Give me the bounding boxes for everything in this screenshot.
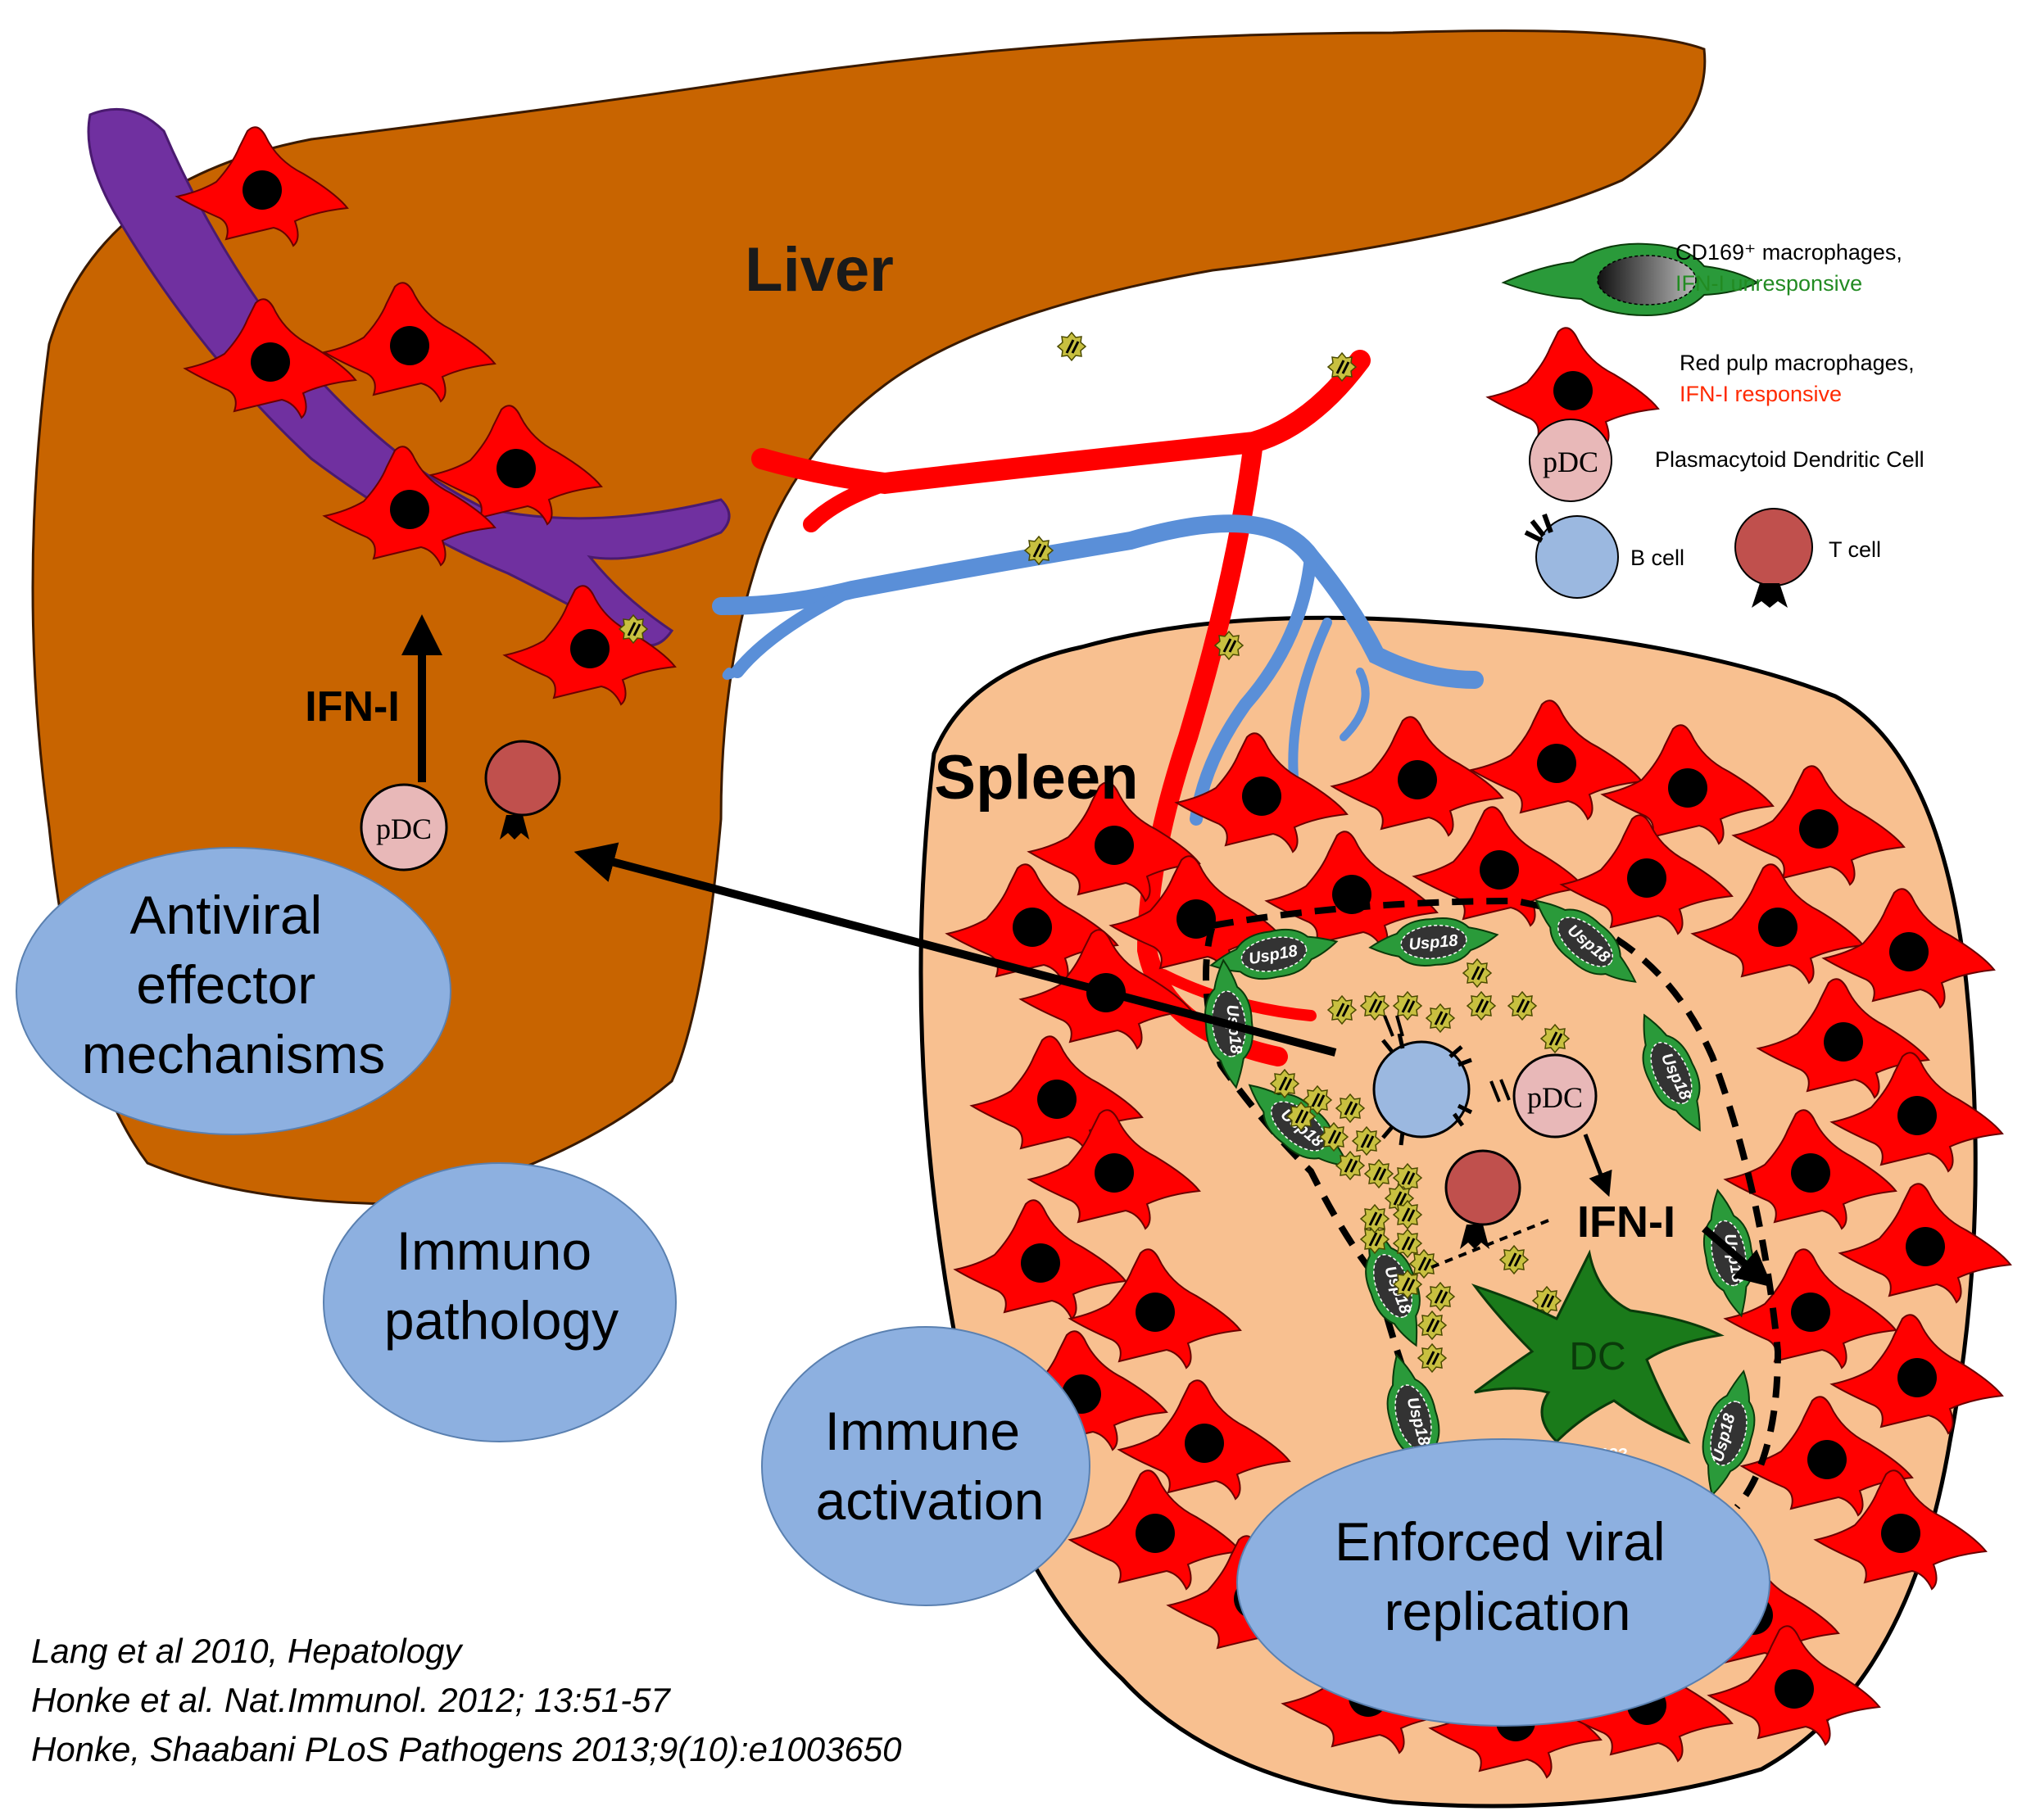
legend-red-pulp-title: Red pulp macrophages, — [1680, 351, 1915, 375]
enforced-line-1: Enforced viral — [1335, 1511, 1666, 1572]
dc-label: DC — [1569, 1335, 1625, 1379]
spleen-title: Spleen — [934, 743, 1138, 813]
pdc-liver-label: pDC — [376, 813, 432, 845]
legend-cd169-icon — [1501, 242, 1760, 317]
legend-pdc-badge: pDC — [1543, 446, 1598, 478]
ellipse-immune-activation: Immune activation — [761, 1326, 1090, 1606]
b-cell-spleen — [1372, 1015, 1511, 1146]
ellipse-enforced-replication: Enforced viral replication — [1236, 1438, 1770, 1727]
reference-1: Lang et al 2010, Hepatology — [31, 1632, 464, 1670]
legend-b-cell-label: B cell — [1630, 546, 1684, 570]
antiviral-line-1: Antiviral — [129, 885, 322, 945]
references: Lang et al 2010, Hepatology Honke et al.… — [31, 1632, 902, 1768]
pdc-spleen-label: pDC — [1527, 1081, 1583, 1114]
svg-text:Enforced viral replicati: Enforced viral replication — [1335, 1511, 1680, 1641]
ifn-to-red-pulp-arrow — [1702, 1225, 1773, 1288]
spleen-to-liver-arrow — [573, 842, 1337, 1057]
immunopathology-line-2: pathology — [384, 1290, 619, 1351]
reference-2: Honke et al. Nat.Immunol. 2012; 13:51-57 — [31, 1681, 671, 1719]
ellipse-antiviral: Antiviral effector mechanisms — [16, 847, 451, 1135]
antiviral-line-2: effector — [136, 954, 315, 1015]
usp18-label: Usp18 — [1408, 931, 1460, 953]
legend-pdc-label: Plasmacytoid Dendritic Cell — [1655, 447, 1924, 472]
spleen-ifn-label: IFN-I — [1577, 1197, 1675, 1247]
legend-pdc-icon — [1529, 419, 1612, 502]
immunopathology-line-1: Immuno — [397, 1220, 592, 1281]
pdc-spleen: pDC — [1512, 1053, 1598, 1139]
legend-t-cell-icon — [1734, 508, 1813, 608]
vein-blue — [712, 514, 1484, 826]
antiviral-line-3: mechanisms — [82, 1024, 385, 1084]
t-cell-liver — [484, 740, 561, 840]
liver-title: Liver — [745, 235, 894, 305]
svg-text:Immuno pathology: Immuno pathology — [384, 1220, 619, 1351]
legend: CD169⁺ macrophages, IFN-I unresponsive R… — [1487, 240, 1924, 608]
pdc-liver: pDC — [360, 783, 448, 872]
svg-text:Antiviral effector: Antiviral effector mechanisms — [82, 885, 385, 1084]
ifn-dashed-to-t-cell — [1425, 1219, 1549, 1271]
legend-t-cell-label: T cell — [1829, 537, 1881, 562]
t-cell-spleen — [1444, 1149, 1521, 1249]
liver-organ — [31, 29, 1707, 1206]
immune-activation-line-1: Immune — [825, 1401, 1020, 1461]
legend-b-cell-icon — [1524, 513, 1619, 599]
legend-cd169-title: CD169⁺ macrophages, — [1675, 240, 1902, 265]
legend-red-pulp-sub: IFN-I responsive — [1680, 382, 1842, 406]
enforced-line-2: replication — [1385, 1581, 1631, 1641]
ellipse-immunopathology: Immuno pathology — [323, 1162, 677, 1442]
legend-cd169-sub: IFN-I unresponsive — [1675, 271, 1862, 296]
svg-text:Immune activation: Immune activation — [816, 1401, 1045, 1531]
pdc-to-ifn-arrow — [1583, 1134, 1612, 1197]
liver-ifn-label: IFN-I — [305, 683, 400, 731]
reference-3: Honke, Shaabani PLoS Pathogens 2013;9(10… — [31, 1730, 902, 1768]
immune-activation-line-2: activation — [816, 1470, 1045, 1531]
